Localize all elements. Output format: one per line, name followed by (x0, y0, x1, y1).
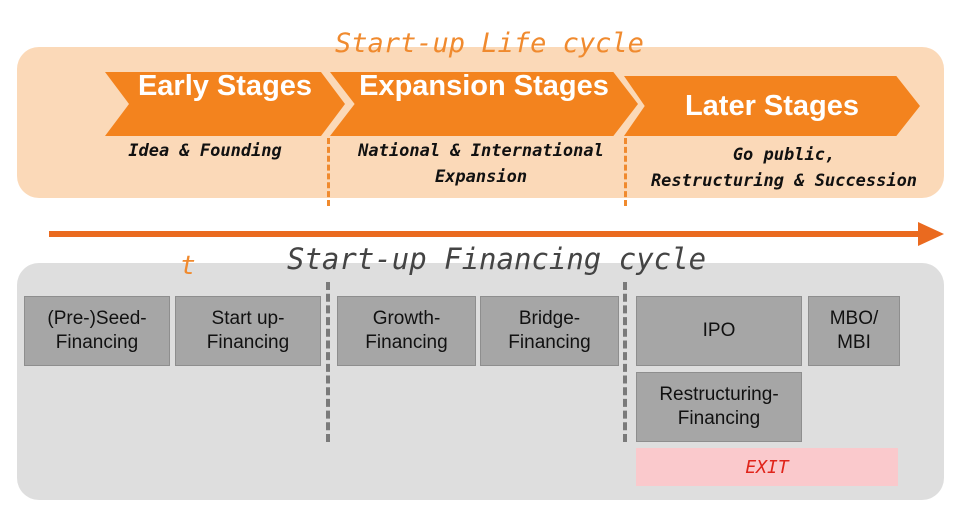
financing-box-start-up: Start up-Financing (175, 296, 321, 366)
box-line: IPO (702, 320, 736, 342)
stage-divider-1 (327, 138, 330, 206)
box-line: (Pre-)Seed- (47, 308, 147, 330)
box-line: Financing (206, 332, 290, 353)
stage-later-description-line2: Restructuring & Succession (650, 170, 918, 191)
box-line: Restructuring- (659, 384, 779, 406)
financing-box-growth: Growth-Financing (337, 296, 476, 366)
financing-title: Start-up Financing cycle (287, 242, 707, 276)
box-line: Start up- (211, 308, 285, 330)
financing-divider-2 (623, 282, 627, 442)
stage-expansion-description: National & International Expansion (358, 141, 604, 187)
exit-label: EXIT (745, 456, 789, 478)
stage-later-description-line1: Go public, (732, 145, 836, 165)
box-line: Bridge- (518, 308, 581, 330)
financing-box-mbo-mbi: MBO/MBI (808, 296, 900, 366)
box-line: MBI (837, 332, 871, 353)
timeline-arrow-line (49, 231, 924, 237)
financing-box-restructuring: Restructuring-Financing (636, 372, 802, 442)
stage-later-label: Later Stages (684, 89, 860, 122)
box-line: Financing (55, 332, 139, 353)
box-line: Growth- (372, 308, 441, 330)
box-line: MBO/ (829, 308, 879, 330)
box-line: Financing (508, 332, 591, 353)
financing-box-bridge: Bridge-Financing (480, 296, 619, 366)
lifecycle-title: Start-up Life cycle (335, 28, 644, 59)
stage-later-description: Go public, Restructuring & Succession (636, 143, 932, 194)
stage-early-label: Early Stages (137, 70, 313, 102)
financing-box-pre-seed: (Pre-)Seed-Financing (24, 296, 170, 366)
stage-expansion-label: Expansion Stages (359, 70, 609, 102)
financing-box-ipo: IPO (636, 296, 802, 366)
box-line: Financing (365, 332, 448, 353)
time-axis-label: t (180, 251, 196, 281)
stage-divider-2 (624, 138, 627, 206)
stage-early-description: Idea & Founding (128, 141, 282, 161)
box-line: Financing (677, 408, 761, 429)
timeline-arrow-head (918, 222, 944, 246)
exit-box: EXIT (636, 448, 898, 486)
stage-early-chevron: Early Stages (105, 72, 345, 136)
financing-divider-1 (326, 282, 330, 442)
stage-expansion-chevron: Expansion Stages (330, 72, 638, 136)
stage-later-chevron: Later Stages (624, 76, 920, 136)
